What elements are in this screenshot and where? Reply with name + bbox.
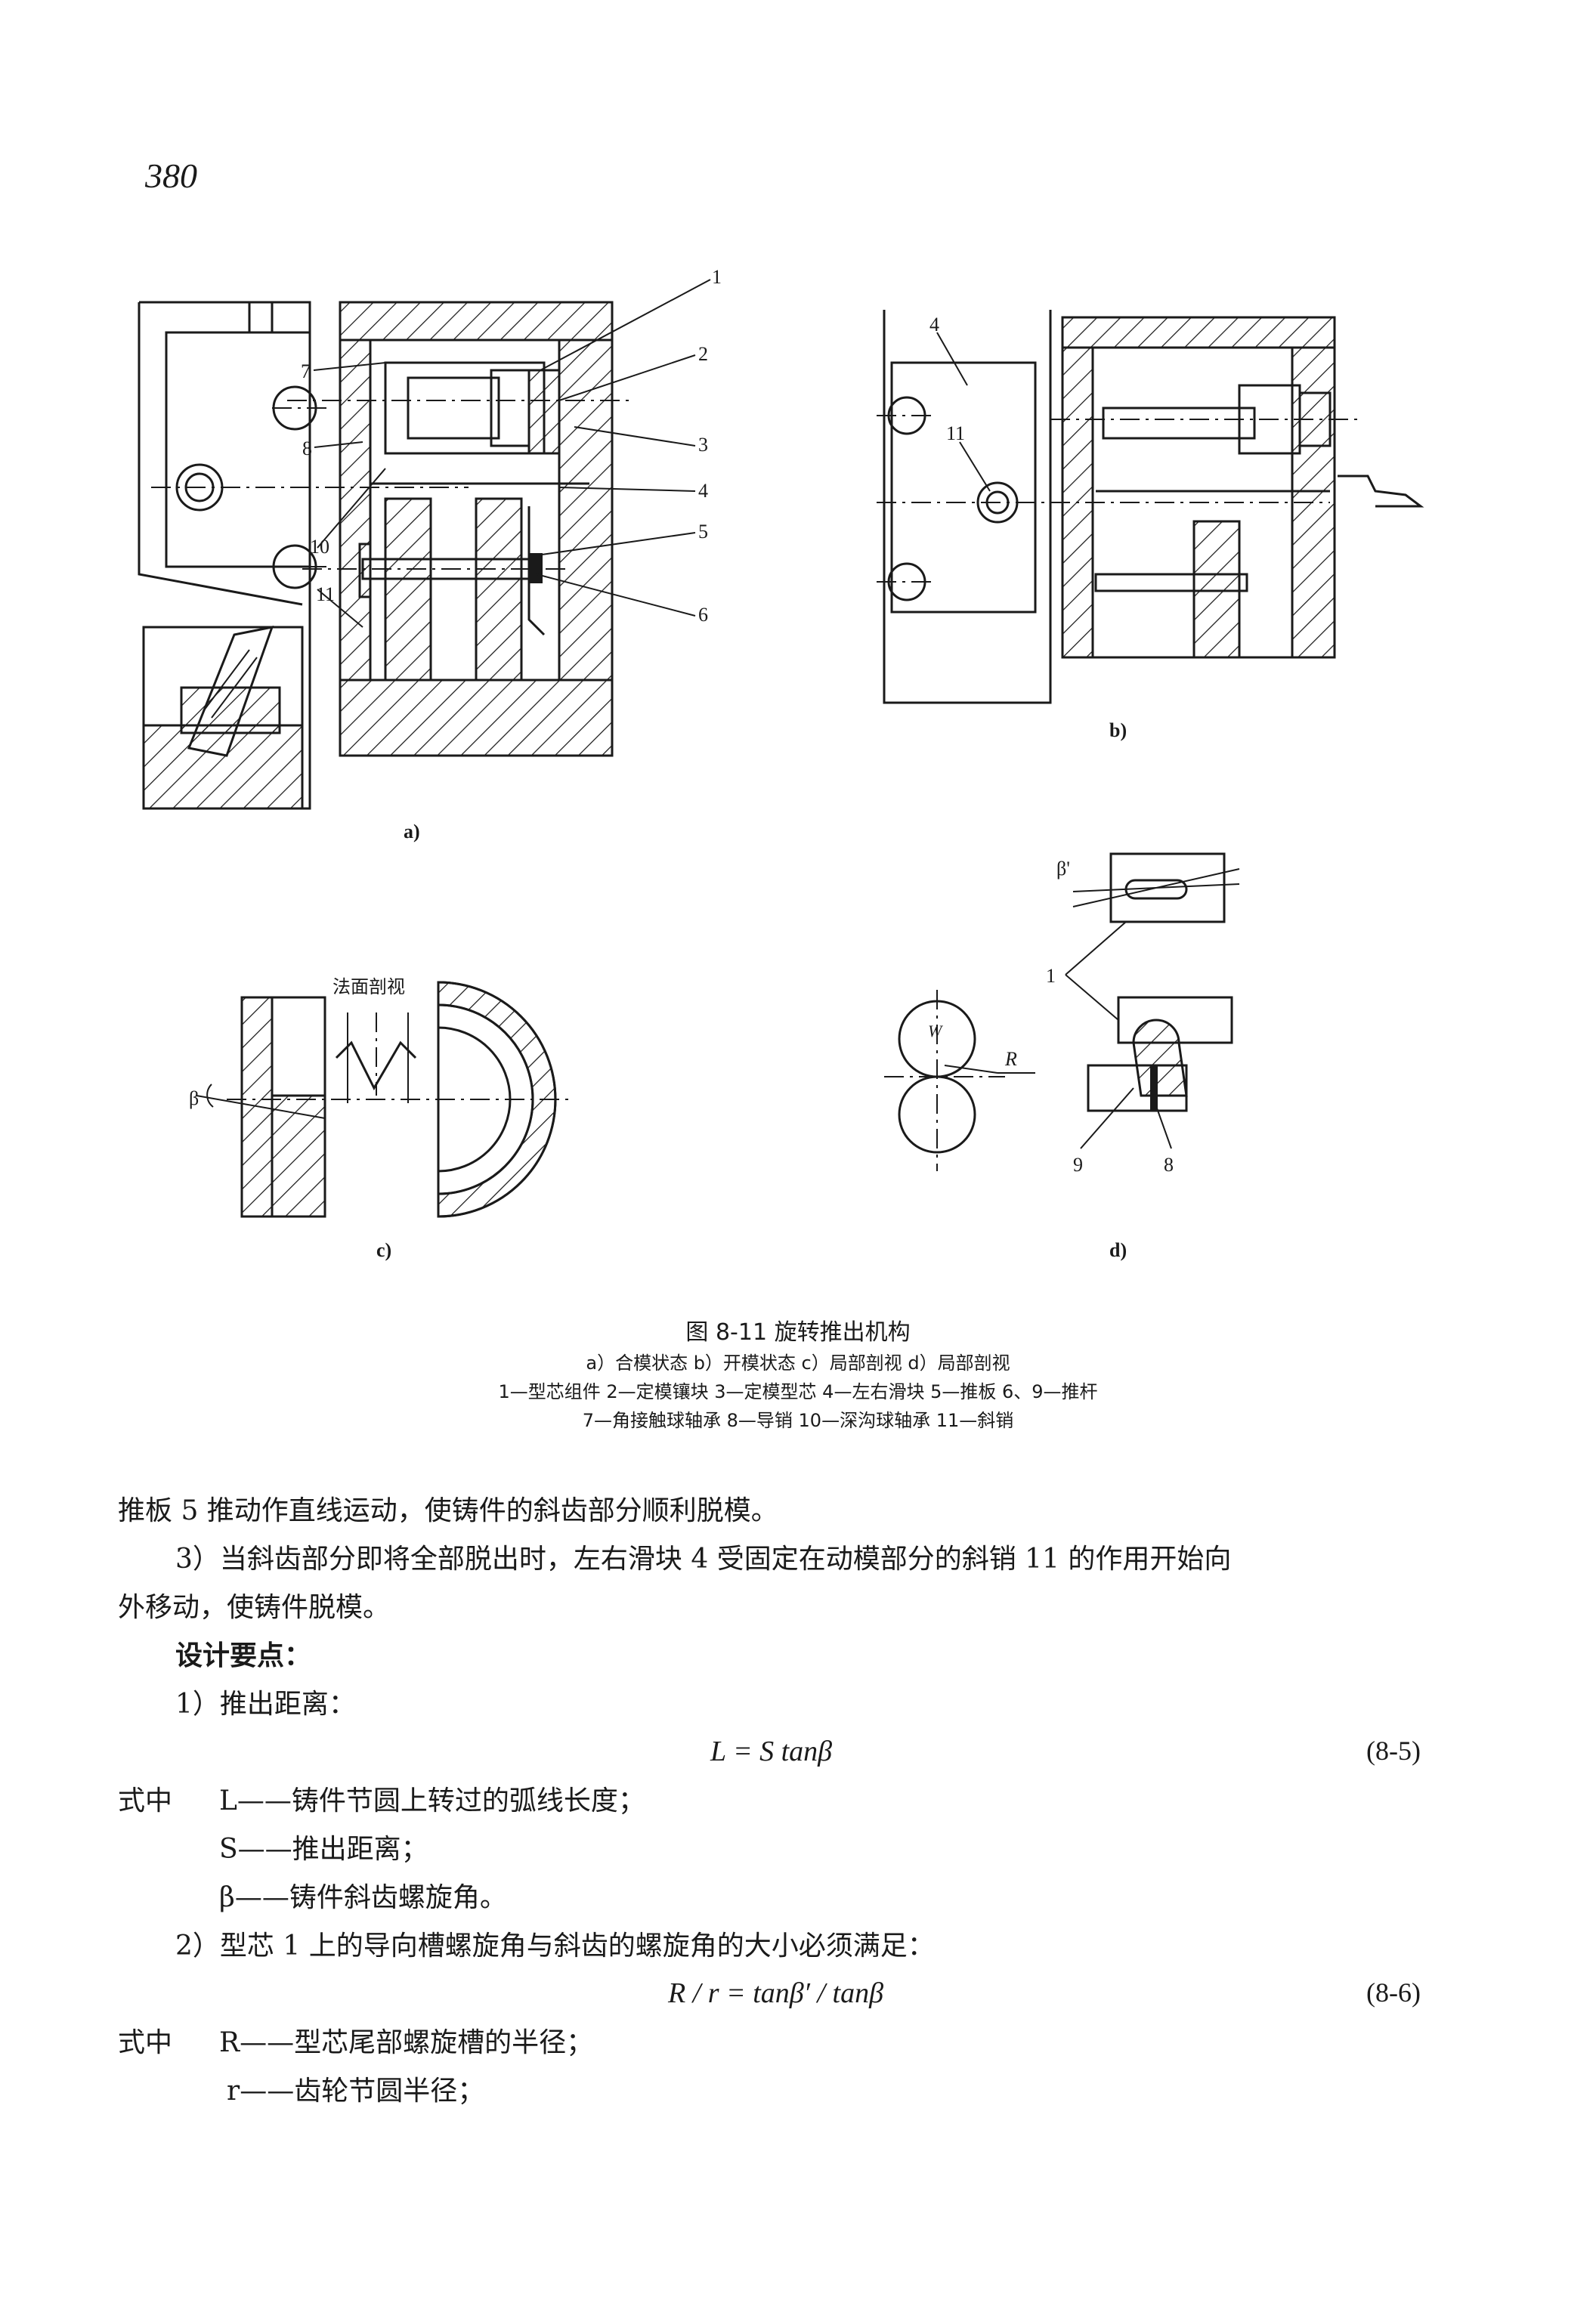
callout-4: 4 — [929, 314, 939, 335]
beta-prime-angle: β' — [1056, 858, 1070, 880]
design-points-heading: 设计要点： — [175, 1640, 312, 1671]
figure-panel-c: β 法面剖视 — [189, 976, 574, 1218]
w-label: W — [928, 1022, 943, 1040]
callout-6: 6 — [698, 604, 708, 626]
paragraph-push-plate: 推板 5 推动作直线运动，使铸件的斜齿部分顺利脱模。 — [118, 1495, 778, 1526]
equation-8-5-number: (8-5) — [1366, 1736, 1421, 1766]
callout-11: 11 — [946, 422, 965, 444]
where-S-definition: S——推出距离； — [219, 1834, 428, 1865]
figure-panel-b: 4 11 — [877, 310, 1424, 704]
where-label-2: 式中 — [118, 2027, 173, 2058]
where-r-definition: r——齿轮节圆半径； — [227, 2076, 485, 2107]
callout-1: 1 — [1046, 965, 1056, 987]
where-label-1: 式中 — [118, 1785, 173, 1816]
figure-caption-line-2: 1—型芯组件 2—定模镶块 3—定模型芯 4—左右滑块 5—推板 6、9—推杆 — [498, 1381, 1098, 1402]
figure-caption-line-1: a）合模状态 b）开模状态 c）局部剖视 d）局部剖视 — [586, 1353, 1010, 1374]
callout-5: 5 — [698, 521, 708, 543]
equation-8-6: R / r = tanβ′ / tanβ — [668, 1977, 884, 2009]
where-L-definition: L——铸件节圆上转过的弧线长度； — [219, 1785, 645, 1816]
equation-8-5: L = S tanβ — [710, 1736, 833, 1767]
page-number: 380 — [145, 156, 197, 195]
callout-8: 8 — [1164, 1154, 1174, 1176]
figure-caption-line-3: 7—角接触球轴承 8—导销 10—深沟球轴承 11—斜销 — [582, 1410, 1014, 1431]
where-beta-definition: β——铸件斜齿螺旋角。 — [219, 1882, 507, 1913]
panel-b-label: b) — [1109, 719, 1127, 741]
where-R-definition: R——型芯尾部螺旋槽的半径； — [219, 2027, 594, 2058]
r-label: R — [1004, 1048, 1017, 1070]
figure-panel-a: 1 2 3 4 5 6 7 8 10 11 — [138, 266, 722, 810]
callout-11: 11 — [316, 583, 335, 605]
equation-8-6-number: (8-6) — [1366, 1977, 1421, 2008]
panel-d-label: d) — [1109, 1239, 1127, 1261]
figure-panel-d: β' 1 W R 9 8 — [884, 852, 1240, 1176]
beta-angle: β — [189, 1087, 199, 1109]
callout-10: 10 — [310, 536, 329, 558]
paragraph-step-3-line-1: 3）当斜齿部分即将全部脱出时，左右滑块 4 受固定在动模部分的斜销 11 的作用… — [175, 1544, 1232, 1575]
callout-1: 1 — [712, 266, 722, 288]
panel-c-label: c) — [376, 1239, 392, 1261]
figure-caption-title: 图 8-11 旋转推出机构 — [685, 1319, 911, 1346]
normal-section-note: 法面剖视 — [332, 976, 405, 997]
paragraph-step-3-line-2: 外移动，使铸件脱模。 — [118, 1592, 391, 1623]
callout-8: 8 — [302, 437, 312, 459]
callout-9: 9 — [1073, 1154, 1083, 1176]
callout-3: 3 — [698, 434, 708, 456]
callout-2: 2 — [698, 343, 708, 365]
design-item-2: 2）型芯 1 上的导向槽螺旋角与斜齿的螺旋角的大小必须满足： — [175, 1931, 935, 1962]
design-item-1: 1）推出距离： — [175, 1689, 356, 1720]
callout-4: 4 — [698, 480, 708, 502]
panel-a-label: a) — [404, 821, 420, 842]
callout-7: 7 — [301, 360, 311, 382]
